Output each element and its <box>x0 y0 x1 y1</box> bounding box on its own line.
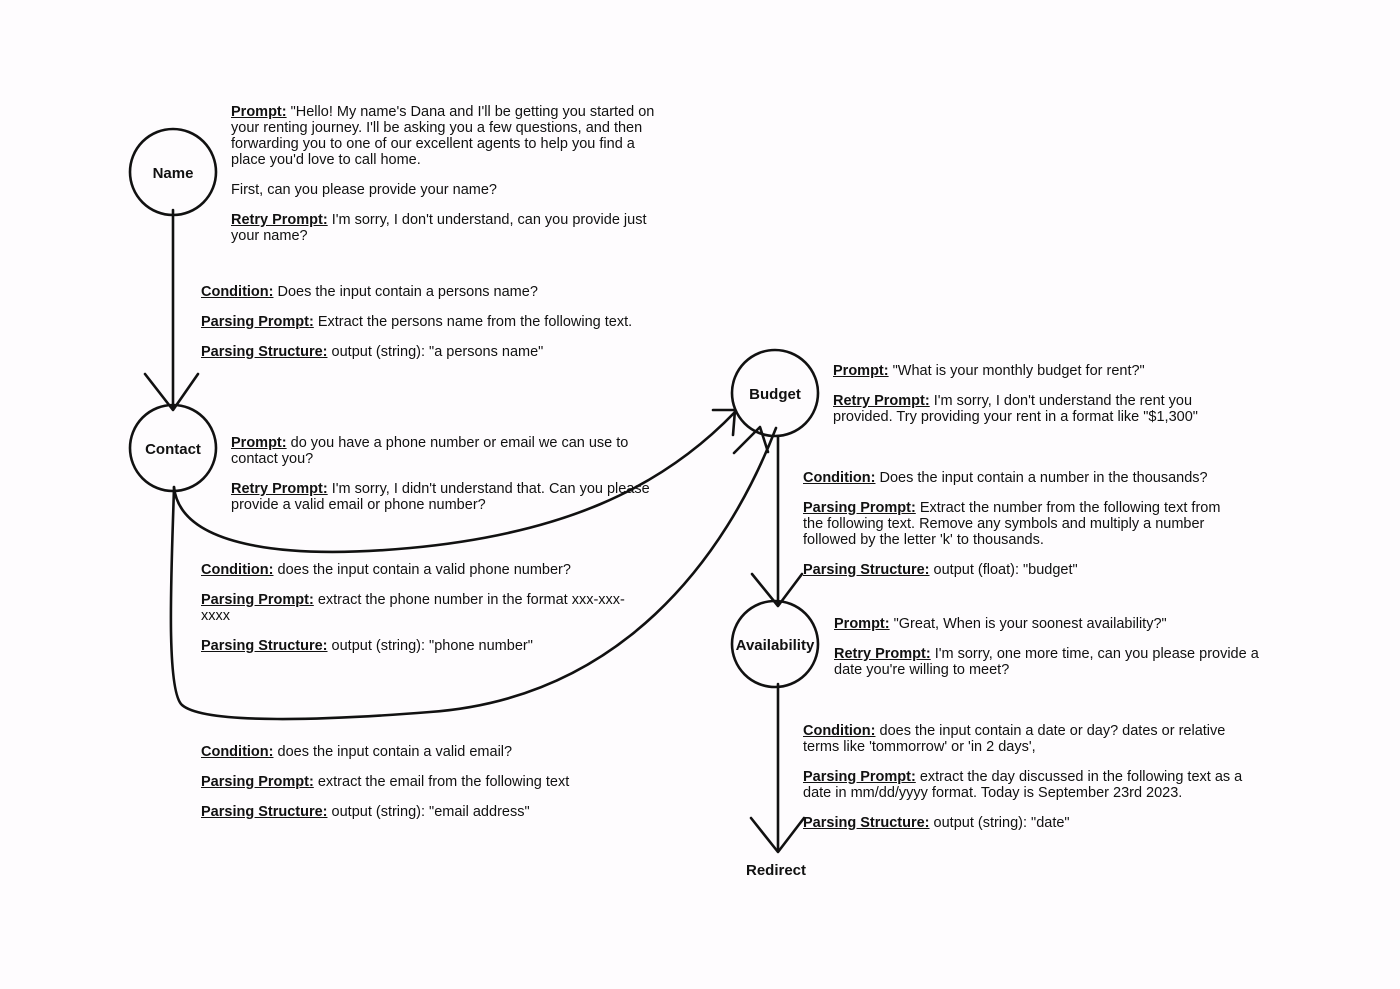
condition-text: Does the input contain a persons name? <box>277 284 538 300</box>
condition: Condition: does the input contain a vali… <box>201 562 626 578</box>
parsing-prompt: Parsing Prompt: extract the day discusse… <box>803 769 1243 801</box>
parsing-structure: Parsing Structure: output (string): "dat… <box>803 815 1243 831</box>
availability-prompt-text: "Great, When is your soonest availabilit… <box>893 616 1167 632</box>
edge-contact-budget-email <box>169 426 778 721</box>
name-node-text: Prompt: "Hello! My name's Dana and I'll … <box>231 104 663 244</box>
parsing-prompt-text: extract the phone number in the format x… <box>201 592 625 624</box>
parsing-structure-text: output (string): "a persons name" <box>331 344 544 360</box>
parsing-prompt-key: Parsing Prompt: <box>803 769 916 785</box>
parsing-prompt-text: extract the day discussed in the followi… <box>803 769 1243 801</box>
parsing-structure-text: output (string): "email address" <box>331 804 530 820</box>
contact-node-label: Contact <box>145 441 201 458</box>
contact-retry-text: I'm sorry, I didn't understand that. Can… <box>231 481 650 513</box>
contact-retry: Retry Prompt: I'm sorry, I didn't unders… <box>231 481 663 513</box>
parsing-structure-text: output (string): "date" <box>933 815 1070 831</box>
parsing-prompt: Parsing Prompt: extract the phone number… <box>201 592 626 624</box>
availability-retry-text: I'm sorry, one more time, can you please… <box>834 646 1259 678</box>
condition-text: does the input contain a date or day? da… <box>803 723 1226 755</box>
parsing-structure-key: Parsing Structure: <box>803 815 930 831</box>
contact-phone-edge-text: Condition: does the input contain a vali… <box>201 562 626 654</box>
parsing-prompt: Parsing Prompt: Extract the persons name… <box>201 314 633 330</box>
parsing-structure-key: Parsing Structure: <box>201 344 328 360</box>
parsing-prompt-text: Extract the number from the following te… <box>803 500 1221 548</box>
contact-node-text: Prompt: do you have a phone number or em… <box>231 435 663 513</box>
parsing-prompt-text: extract the email from the following tex… <box>317 774 570 790</box>
parsing-structure-key: Parsing Structure: <box>201 804 328 820</box>
name-prompt-cont: First, can you please provide your name? <box>231 182 497 198</box>
parsing-prompt-text: Extract the persons name from the follow… <box>317 314 633 330</box>
budget-retry-text: I'm sorry, I don't understand the rent y… <box>833 393 1198 425</box>
budget-node-circle <box>730 348 820 438</box>
condition-key: Condition: <box>201 284 274 300</box>
condition: Condition: does the input contain a date… <box>803 723 1243 755</box>
arrowhead-redirect <box>749 816 806 854</box>
name-node-label: Name <box>153 165 194 182</box>
prompt-key: Prompt: <box>231 104 287 120</box>
availability-node-text: Prompt: "Great, When is your soonest ava… <box>834 616 1279 678</box>
budget-prompt: Prompt: "What is your monthly budget for… <box>833 363 1233 379</box>
parsing-structure-text: output (string): "phone number" <box>331 638 533 654</box>
parsing-structure: Parsing Structure: output (string): "ema… <box>201 804 633 820</box>
contact-prompt-text: do you have a phone number or email we c… <box>231 435 629 467</box>
condition-key: Condition: <box>201 744 274 760</box>
budget-prompt-text: "What is your monthly budget for rent?" <box>892 363 1145 379</box>
retry-key: Retry Prompt: <box>231 481 328 497</box>
availability-node-label: Availability <box>736 637 815 654</box>
availability-prompt: Prompt: "Great, When is your soonest ava… <box>834 616 1279 632</box>
condition-text: Does the input contain a number in the t… <box>879 470 1208 486</box>
parsing-prompt-key: Parsing Prompt: <box>201 592 314 608</box>
redirect-label: Redirect <box>746 862 807 879</box>
condition-text: does the input contain a valid email? <box>277 744 513 760</box>
retry-key: Retry Prompt: <box>833 393 930 409</box>
availability-redirect-edge-text: Condition: does the input contain a date… <box>803 723 1243 831</box>
edge-contact-budget-phone <box>172 410 737 554</box>
arrowhead-contact <box>143 372 200 412</box>
parsing-prompt-key: Parsing Prompt: <box>201 314 314 330</box>
parsing-structure: Parsing Structure: output (float): "budg… <box>803 562 1235 578</box>
parsing-prompt: Parsing Prompt: extract the email from t… <box>201 774 633 790</box>
arrowhead-availability <box>750 572 804 608</box>
contact-node-circle <box>128 403 218 493</box>
budget-node-text: Prompt: "What is your monthly budget for… <box>833 363 1233 425</box>
condition-key: Condition: <box>201 562 274 578</box>
availability-node-circle <box>730 599 820 689</box>
budget-availability-edge-text: Condition: Does the input contain a numb… <box>803 470 1235 578</box>
prompt-key: Prompt: <box>231 435 287 451</box>
retry-key: Retry Prompt: <box>231 212 328 228</box>
budget-retry: Retry Prompt: I'm sorry, I don't underst… <box>833 393 1233 425</box>
name-prompt: Prompt: "Hello! My name's Dana and I'll … <box>231 104 663 168</box>
parsing-prompt: Parsing Prompt: Extract the number from … <box>803 500 1235 548</box>
condition-text: does the input contain a valid phone num… <box>277 562 571 578</box>
contact-email-edge-text: Condition: does the input contain a vali… <box>201 744 633 820</box>
parsing-structure-text: output (float): "budget" <box>933 562 1078 578</box>
parsing-prompt-key: Parsing Prompt: <box>803 500 916 516</box>
retry-key: Retry Prompt: <box>834 646 931 662</box>
condition: Condition: Does the input contain a pers… <box>201 284 633 300</box>
condition-key: Condition: <box>803 470 876 486</box>
name-prompt-text: "Hello! My name's Dana and I'll be getti… <box>231 104 655 168</box>
name-retry-text: I'm sorry, I don't understand, can you p… <box>231 212 647 244</box>
prompt-key: Prompt: <box>834 616 890 632</box>
parsing-prompt-key: Parsing Prompt: <box>201 774 314 790</box>
budget-node-label: Budget <box>749 386 801 403</box>
arrowhead-budget-email <box>732 425 770 455</box>
name-node-circle <box>128 127 218 217</box>
parsing-structure: Parsing Structure: output (string): "pho… <box>201 638 626 654</box>
parsing-structure-key: Parsing Structure: <box>803 562 930 578</box>
contact-prompt: Prompt: do you have a phone number or em… <box>231 435 663 467</box>
name-contact-edge-text: Condition: Does the input contain a pers… <box>201 284 633 360</box>
parsing-structure-key: Parsing Structure: <box>201 638 328 654</box>
condition: Condition: does the input contain a vali… <box>201 744 633 760</box>
name-retry: Retry Prompt: I'm sorry, I don't underst… <box>231 212 663 244</box>
prompt-key: Prompt: <box>833 363 889 379</box>
parsing-structure: Parsing Structure: output (string): "a p… <box>201 344 633 360</box>
availability-retry: Retry Prompt: I'm sorry, one more time, … <box>834 646 1279 678</box>
condition: Condition: Does the input contain a numb… <box>803 470 1235 486</box>
condition-key: Condition: <box>803 723 876 739</box>
